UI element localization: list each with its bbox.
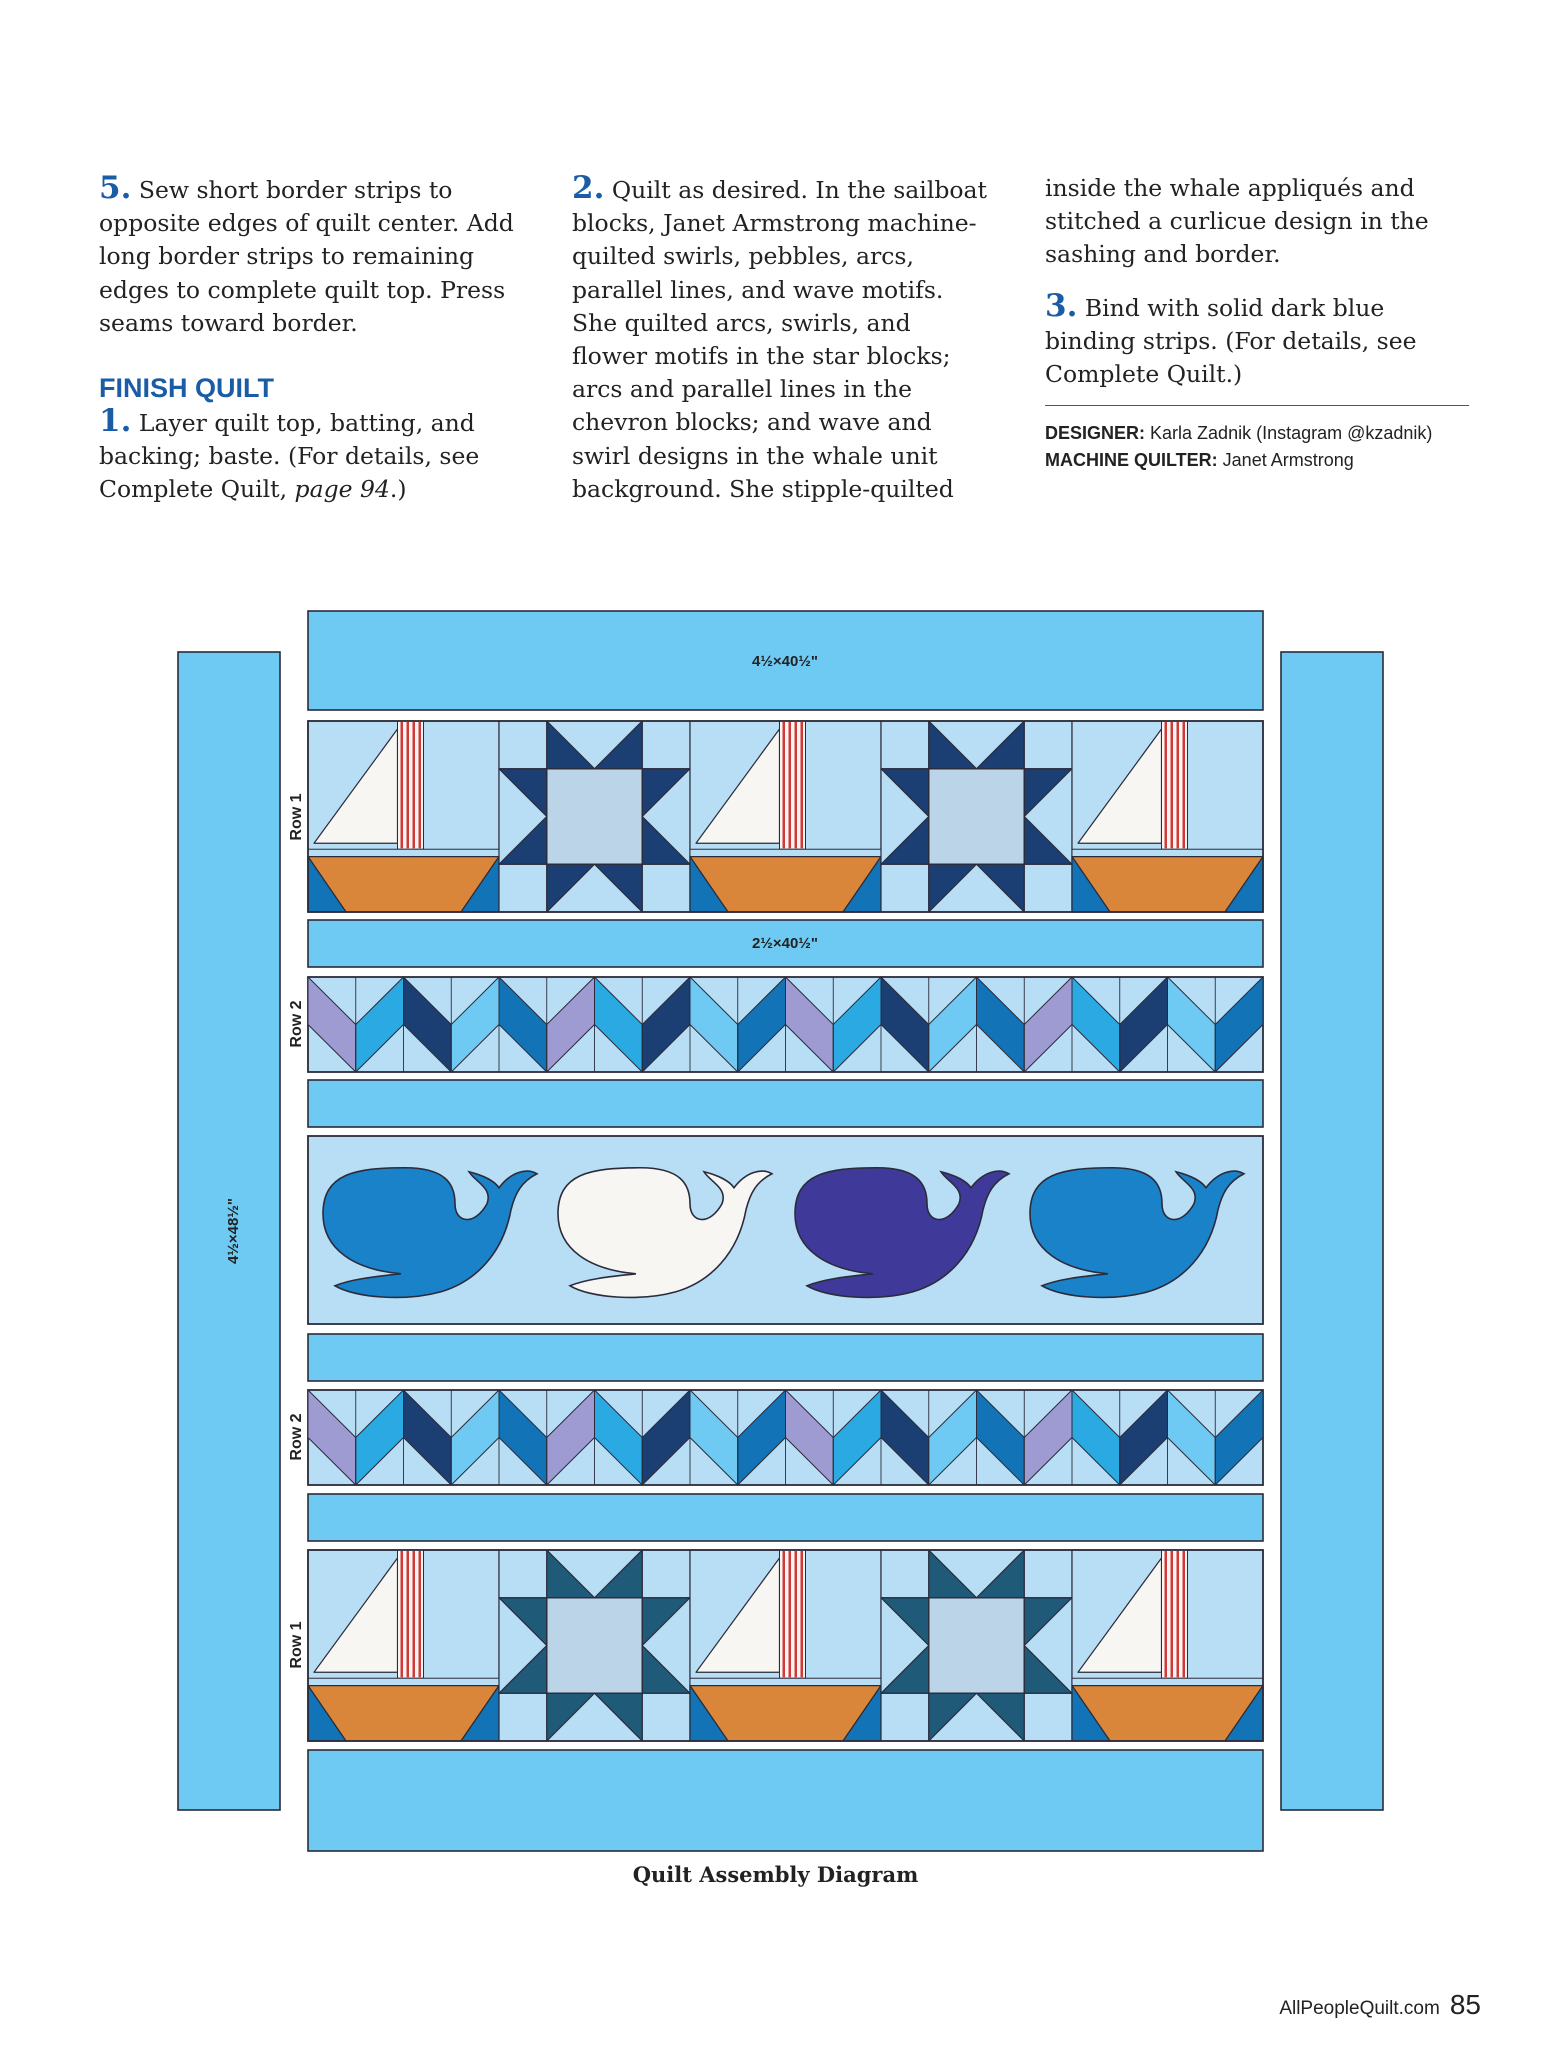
credits: DESIGNER: Karla Zadnik (Instagram @kzadn… bbox=[1045, 420, 1475, 474]
row-label: Row 1 bbox=[288, 1621, 305, 1668]
mast-stripe bbox=[406, 1551, 409, 1678]
step-1-text: Layer quilt top, batting, and backing; b… bbox=[99, 409, 480, 504]
bottom-border-strip bbox=[307, 1749, 1264, 1852]
page-reference: page 94 bbox=[294, 475, 390, 504]
mast-stripe bbox=[788, 1551, 791, 1678]
row-outline bbox=[307, 1549, 1264, 1742]
sashing-strip bbox=[307, 1079, 1264, 1128]
mast-stripe bbox=[794, 1551, 797, 1678]
water-strip bbox=[689, 1677, 882, 1687]
mast-stripe bbox=[794, 722, 797, 849]
row-label: Row 1 bbox=[288, 793, 305, 840]
mast-stripe bbox=[412, 722, 415, 849]
row-label: Row 2 bbox=[288, 1000, 305, 1047]
mast-stripe bbox=[400, 722, 403, 849]
step-5-text: Sew short border strips to opposite edge… bbox=[99, 176, 514, 337]
mast-stripe bbox=[400, 1551, 403, 1678]
top-border-strip bbox=[307, 610, 1264, 711]
mast-stripe bbox=[1176, 722, 1179, 849]
mast-stripe bbox=[1164, 1551, 1167, 1678]
star-center bbox=[546, 1597, 643, 1694]
step-1-paragraph: 1. Layer quilt top, batting, and backing… bbox=[99, 403, 480, 504]
whale-applique bbox=[557, 1166, 774, 1299]
water-strip bbox=[1071, 1677, 1264, 1687]
left-border-strip bbox=[177, 651, 281, 1811]
mast-stripe bbox=[800, 1551, 803, 1678]
text-column-1: 5. Sew short border strips to opposite e… bbox=[99, 170, 539, 507]
water-strip bbox=[689, 848, 882, 858]
star-center bbox=[928, 1597, 1025, 1694]
step-3-number: 3. bbox=[1045, 287, 1078, 324]
step-2-paragraph: 2. Quilt as desired. In the sailboat blo… bbox=[572, 170, 992, 506]
mast-stripe bbox=[1170, 1551, 1173, 1678]
whale-applique bbox=[1029, 1166, 1246, 1299]
step-3-paragraph: 3. Bind with solid dark blue binding str… bbox=[1045, 287, 1475, 392]
mast-stripe bbox=[1182, 1551, 1185, 1678]
quilter-label: MACHINE QUILTER: bbox=[1045, 450, 1218, 471]
page-footer: AllPeopleQuilt.com 85 bbox=[1279, 1989, 1481, 2021]
row-outline bbox=[307, 720, 1264, 913]
sashing-strip bbox=[307, 919, 1264, 968]
water-strip bbox=[307, 1677, 500, 1687]
mast-stripe bbox=[782, 1551, 785, 1678]
water-strip bbox=[307, 848, 500, 858]
step-1-number: 1. bbox=[99, 403, 132, 440]
mast-stripe bbox=[800, 722, 803, 849]
right-border-strip bbox=[1280, 651, 1384, 1811]
divider-rule bbox=[1045, 405, 1469, 407]
mast-stripe bbox=[412, 1551, 415, 1678]
whale-applique bbox=[322, 1166, 539, 1299]
step-2-text: Quilt as desired. In the sailboat blocks… bbox=[572, 176, 987, 503]
top-border-size-label: 4½×40½" bbox=[752, 653, 818, 670]
quilter-value: Janet Armstrong bbox=[1222, 450, 1354, 471]
quilt-assembly-diagram: 4½×48½" 4½×40½" 2½×40½" Row 1 Row 2 Row 2 Row … bbox=[177, 610, 1384, 1852]
whale-applique bbox=[794, 1166, 1011, 1299]
sashing-strip bbox=[307, 1493, 1264, 1542]
text-column-3: inside the whale appliqués and stitched … bbox=[1045, 172, 1475, 474]
sashing-size-label: 2½×40½" bbox=[752, 935, 818, 952]
mast-stripe bbox=[782, 722, 785, 849]
diagram-caption: Quilt Assembly Diagram bbox=[632, 1862, 919, 1887]
text-column-2: 2. Quilt as desired. In the sailboat blo… bbox=[572, 170, 992, 506]
sashing-strip bbox=[307, 1333, 1264, 1382]
website: AllPeopleQuilt.com bbox=[1279, 1998, 1440, 2019]
mast-stripe bbox=[788, 722, 791, 849]
designer-label: DESIGNER: bbox=[1045, 423, 1146, 444]
star-center bbox=[546, 768, 643, 865]
mast-stripe bbox=[418, 1551, 421, 1678]
step-2-number: 2. bbox=[572, 170, 605, 206]
row-label: Row 2 bbox=[288, 1413, 305, 1460]
star-center bbox=[928, 768, 1025, 865]
mast-stripe bbox=[1176, 1551, 1179, 1678]
designer-value: Karla Zadnik (Instagram @kzadnik) bbox=[1150, 423, 1433, 444]
mast-stripe bbox=[418, 722, 421, 849]
mast-stripe bbox=[1164, 722, 1167, 849]
step-3-text: Bind with solid dark blue binding strips… bbox=[1045, 293, 1417, 389]
water-strip bbox=[1071, 848, 1264, 858]
mast-stripe bbox=[1182, 722, 1185, 849]
step-5-number: 5. bbox=[99, 170, 132, 206]
page-number: 85 bbox=[1449, 1989, 1481, 2020]
finish-quilt-heading: FINISH QUILT bbox=[99, 373, 274, 404]
side-border-size-label: 4½×48½" bbox=[225, 1198, 242, 1264]
step-5-paragraph: 5. Sew short border strips to opposite e… bbox=[99, 170, 539, 340]
mast-stripe bbox=[406, 722, 409, 849]
mast-stripe bbox=[1170, 722, 1173, 849]
step-2-continued: inside the whale appliqués and stitched … bbox=[1045, 174, 1429, 269]
